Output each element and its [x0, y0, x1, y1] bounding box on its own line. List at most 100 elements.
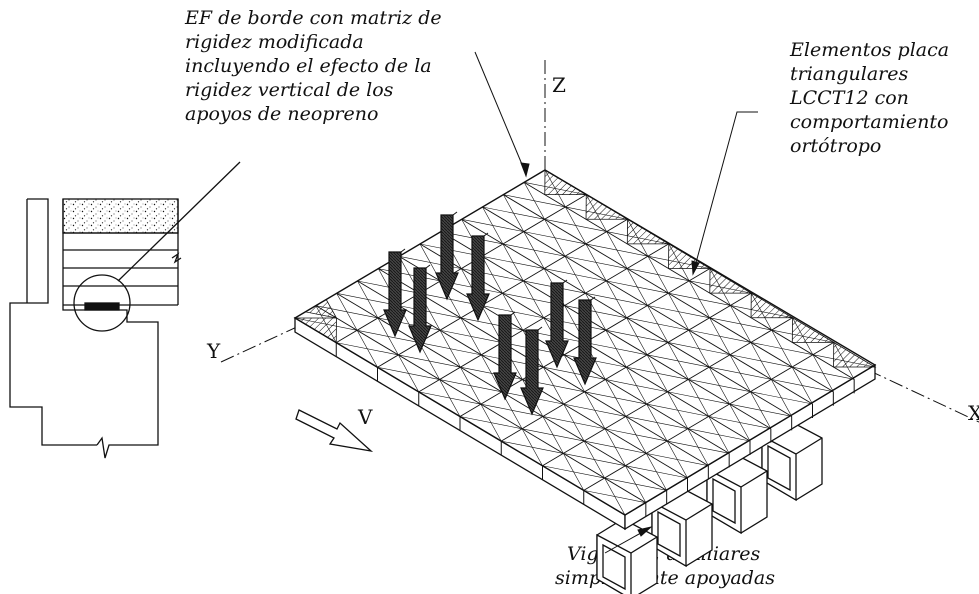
mesh-diagonal	[480, 354, 502, 392]
load-arrow-1	[383, 248, 407, 338]
abutment-detail	[9, 161, 241, 459]
edge-elements-annotation: EF de borde con matriz de rigidez modifi…	[185, 6, 442, 126]
beams-leader-head	[637, 526, 653, 537]
auxiliary-beams	[596, 419, 823, 594]
load-arrow-5	[493, 311, 517, 401]
mesh-diagonal	[792, 317, 814, 355]
load-arrow-shape	[435, 214, 459, 301]
load-arrow-shape	[383, 251, 407, 338]
edge-element-far	[544, 169, 588, 196]
mesh-diagonal	[418, 342, 440, 380]
mesh-diagonal	[750, 342, 772, 380]
plate-elements-line-5: ortótropo	[790, 135, 882, 157]
x-axis-label: X	[968, 401, 979, 425]
mesh-diagonal	[439, 330, 461, 368]
load-arrow-6	[520, 326, 544, 416]
point-loads	[383, 211, 597, 416]
mesh-diagonal	[605, 379, 627, 417]
mesh-diagonal	[666, 440, 688, 479]
beam-hollow	[657, 510, 681, 558]
load-arrow-top	[590, 296, 596, 301]
beam-3	[651, 485, 713, 568]
plate-elements-annotation: Elementos placa triangulares LCCT12 con …	[790, 38, 949, 158]
beam-4	[596, 518, 658, 594]
beam-top-edge	[795, 437, 823, 455]
beam-top-edge	[740, 470, 768, 488]
mesh-diagonal	[729, 354, 751, 392]
mesh-diagonal	[688, 379, 710, 417]
mesh-diagonal	[668, 293, 690, 331]
mesh-diagonal	[626, 268, 648, 306]
load-arrow-shape	[573, 299, 597, 386]
beam-top-edge	[630, 536, 658, 554]
mesh-diagonal	[646, 403, 668, 442]
mesh-diagonal	[542, 416, 564, 454]
mesh-diagonal	[791, 366, 813, 405]
mesh-diagonal	[583, 440, 605, 479]
load-arrow-top	[452, 211, 458, 216]
mesh-diagonal	[687, 428, 709, 466]
mesh-diagonal	[356, 330, 378, 368]
mesh-diagonal	[667, 391, 689, 429]
deck-break-mark	[171, 252, 182, 264]
plate-elements-line-3: LCCT12 con	[790, 87, 909, 109]
mesh-diagonal	[564, 256, 586, 294]
edge-elements-line-5: apoyos de neopreno	[185, 103, 379, 125]
leaders	[474, 51, 758, 554]
mesh-diagonal	[605, 330, 627, 368]
mesh-diagonal	[585, 293, 607, 331]
mesh-diagonal	[750, 391, 772, 429]
load-arrow-shape	[545, 282, 569, 369]
mesh-diagonal	[543, 367, 565, 405]
x-axis-line	[867, 369, 979, 423]
load-arrow-3	[435, 211, 459, 301]
edge-element-far	[585, 193, 629, 220]
deck-pavement	[62, 198, 179, 234]
mesh-diagonal	[503, 194, 525, 232]
mesh-diagonal	[565, 206, 587, 245]
mesh-diagonal	[482, 206, 504, 245]
mesh-diagonal	[668, 243, 690, 281]
mesh-diagonal	[481, 256, 503, 294]
mesh-diagonal	[709, 268, 731, 306]
mesh-diagonal	[460, 367, 482, 405]
mesh-diagonal	[585, 243, 607, 282]
load-arrow-top	[425, 264, 431, 269]
beam-hollow	[767, 444, 791, 492]
load-arrow-top	[400, 248, 406, 253]
mesh-diagonal	[730, 305, 752, 343]
edge-element-far	[791, 317, 836, 343]
edge-elements-line-4: rigidez vertical de los	[185, 79, 394, 101]
mesh-diagonal	[336, 293, 358, 331]
mesh-diagonal	[667, 342, 689, 380]
mesh-diagonal	[688, 280, 710, 318]
beam-top-edge	[685, 503, 713, 521]
load-arrow-top	[537, 326, 543, 331]
load-arrow-7	[545, 279, 569, 369]
bearing-leader	[117, 161, 241, 282]
mesh-diagonal	[770, 379, 792, 417]
mesh-diagonal	[771, 329, 793, 368]
edge-element-far	[750, 292, 794, 319]
plate-elements-leader	[693, 111, 758, 271]
load-arrow-shape	[408, 267, 432, 354]
mesh-diagonal	[460, 317, 482, 356]
axes	[220, 60, 979, 423]
mesh-diagonal	[833, 342, 855, 380]
edge-elements-line-3: incluyendo el efecto de la	[185, 55, 432, 77]
load-arrow-shape	[466, 235, 490, 322]
mesh-diagonal	[439, 379, 461, 417]
mesh-diagonal	[646, 354, 668, 392]
mesh-diagonal	[315, 305, 337, 343]
bearing-detail-circle	[73, 274, 131, 332]
mesh-diagonal	[647, 305, 669, 343]
mesh-diagonal	[645, 453, 667, 491]
load-arrow-shape	[493, 314, 517, 401]
mesh-diagonal	[750, 292, 772, 331]
edge-element-far	[668, 243, 712, 269]
mesh-diagonal	[523, 280, 545, 319]
edge-element-far	[709, 267, 753, 294]
y-axis-line	[220, 325, 300, 363]
